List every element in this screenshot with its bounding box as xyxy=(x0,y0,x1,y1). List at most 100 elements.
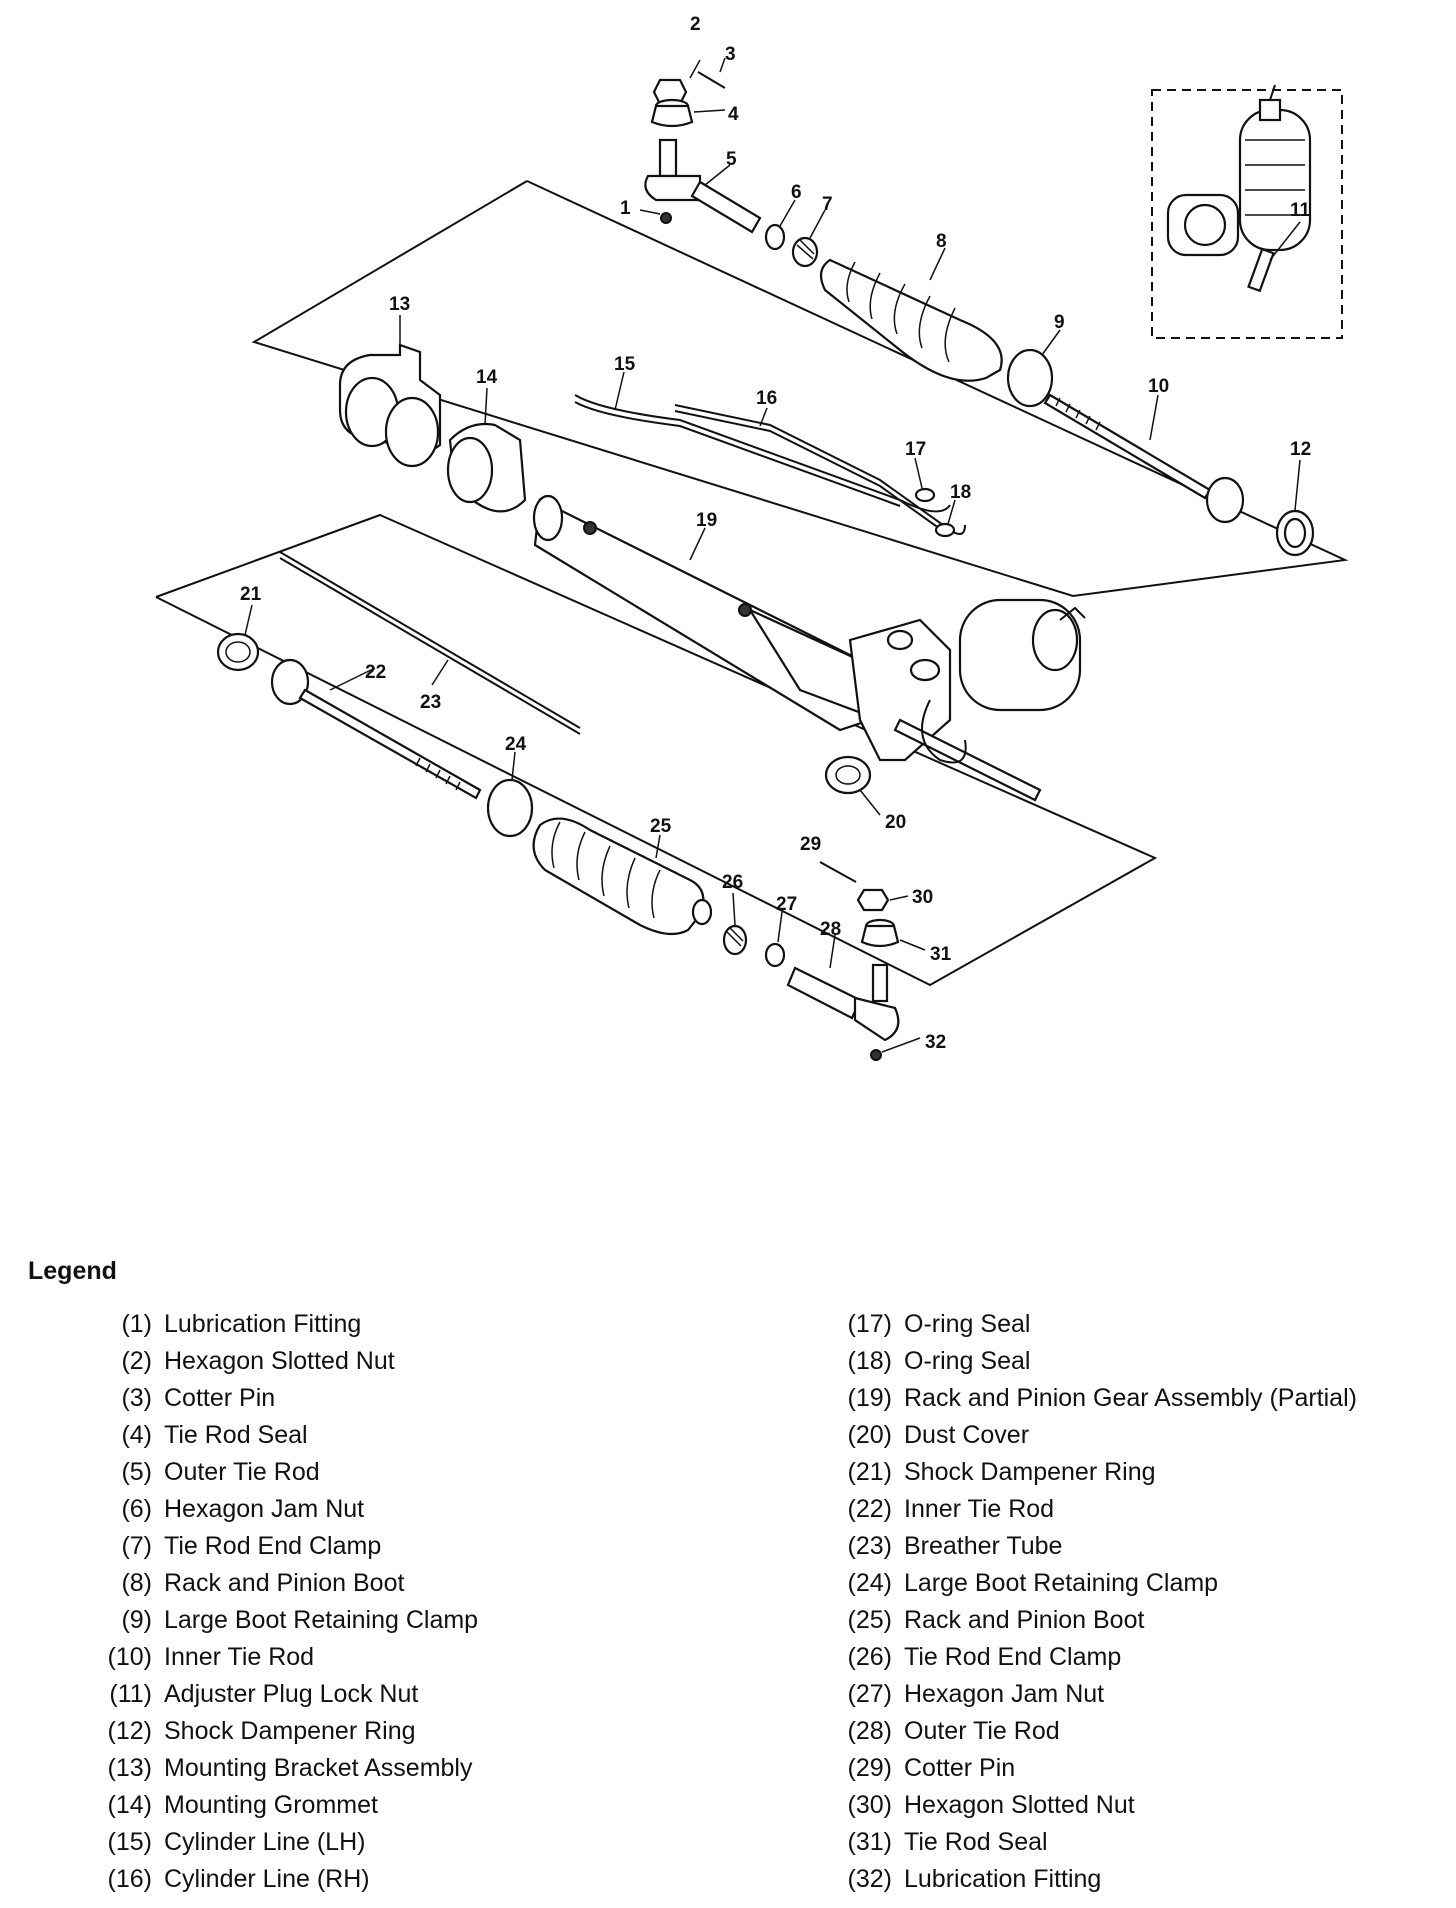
legend-number: (23) xyxy=(847,1532,892,1560)
legend-label: Lubrication Fitting xyxy=(904,1865,1102,1893)
large-boot-clamp-upper-part xyxy=(1006,348,1054,408)
callout-3: 3 xyxy=(725,44,736,65)
legend-label: Shock Dampener Ring xyxy=(164,1717,416,1745)
legend-label: Rack and Pinion Boot xyxy=(904,1606,1145,1634)
legend-number: (8) xyxy=(121,1569,152,1597)
legend-item: (27)Hexagon Jam Nut xyxy=(822,1676,1357,1713)
legend-label: Lubrication Fitting xyxy=(164,1310,362,1338)
mounting-grommet-part xyxy=(446,422,527,513)
legend-number: (10) xyxy=(107,1643,152,1671)
legend-label: Dust Cover xyxy=(904,1421,1030,1449)
o-ring-seal-17-part xyxy=(914,487,936,503)
legend-item: (19)Rack and Pinion Gear Assembly (Parti… xyxy=(822,1380,1357,1417)
mounting-bracket-part xyxy=(338,343,442,468)
inner-tie-rod-upper-part xyxy=(1043,393,1245,524)
inset-dashed-box xyxy=(1151,89,1343,339)
legend-item: (6) Hexagon Jam Nut xyxy=(70,1491,478,1528)
cotter-pin-part xyxy=(697,71,726,89)
legend-column-right: (17)O-ring Seal (18)O-ring Seal (19)Rack… xyxy=(822,1306,1357,1898)
hexagon-jam-nut-lower-part xyxy=(764,942,786,968)
legend-item: (16)Cylinder Line (RH) xyxy=(70,1861,478,1898)
legend-label: Outer Tie Rod xyxy=(904,1717,1060,1745)
callout-16: 16 xyxy=(756,388,777,409)
legend-label: Rack and Pinion Boot xyxy=(164,1569,405,1597)
legend-title: Legend xyxy=(28,1257,117,1285)
hexagon-jam-nut-part xyxy=(764,223,786,251)
hexagon-slotted-nut-lower-part xyxy=(856,888,890,912)
legend-number: (26) xyxy=(847,1643,892,1671)
tie-rod-seal-part xyxy=(650,98,694,128)
shock-dampener-ring-upper-part xyxy=(1275,509,1315,557)
legend-label: Mounting Bracket Assembly xyxy=(164,1754,473,1782)
callout-19: 19 xyxy=(696,510,717,531)
callout-27: 27 xyxy=(776,894,797,915)
cotter-pin-lower-part xyxy=(819,861,857,883)
legend-label: O-ring Seal xyxy=(904,1310,1031,1338)
legend-label: Inner Tie Rod xyxy=(904,1495,1055,1523)
callout-labels: 1 2 3 4 5 6 7 8 9 10 11 12 13 14 15 16 1… xyxy=(240,14,1311,1053)
legend-item: (13) Mounting Bracket Assembly xyxy=(70,1750,478,1787)
legend-item: (14)Mounting Grommet xyxy=(70,1787,478,1824)
legend-item: (3)Cotter Pin xyxy=(70,1380,478,1417)
legend-number: (4) xyxy=(121,1421,152,1449)
legend-label: Cylinder Line (RH) xyxy=(164,1865,370,1893)
callout-1: 1 xyxy=(620,198,631,219)
legend-number: (13) xyxy=(107,1754,152,1782)
breather-tube-part xyxy=(279,551,581,735)
callout-32: 32 xyxy=(925,1032,946,1053)
legend-label: Adjuster Plug Lock Nut xyxy=(164,1680,419,1708)
adjuster-plug-lock-nut-part xyxy=(1247,247,1275,293)
legend-item: (7)Tie Rod End Clamp xyxy=(70,1528,478,1565)
legend-item: (9) Large Boot Retaining Clamp xyxy=(70,1602,478,1639)
callout-9: 9 xyxy=(1054,312,1065,333)
cylinder-line-rh-part xyxy=(674,404,966,537)
legend-number: (31) xyxy=(847,1828,892,1856)
legend-item: (20) Dust Cover xyxy=(822,1417,1357,1454)
callout-22: 22 xyxy=(365,662,386,683)
legend-item: (25)Rack and Pinion Boot xyxy=(822,1602,1357,1639)
lubrication-fitting-top-part xyxy=(660,212,672,224)
inner-tie-rod-lower-part xyxy=(270,658,482,800)
inset-adjuster-housing xyxy=(1166,84,1312,257)
callout-28: 28 xyxy=(820,919,841,940)
callout-2: 2 xyxy=(690,14,701,35)
legend-label: Rack and Pinion Gear Assembly (Partial) xyxy=(904,1384,1357,1412)
rack-pinion-boot-upper-part xyxy=(819,258,1003,382)
callout-29: 29 xyxy=(800,834,821,855)
legend-number: (28) xyxy=(847,1717,892,1745)
legend-label: Large Boot Retaining Clamp xyxy=(164,1606,479,1634)
legend-label: Inner Tie Rod xyxy=(164,1643,315,1671)
legend-label: Tie Rod End Clamp xyxy=(164,1532,382,1560)
callout-13: 13 xyxy=(389,294,410,315)
legend-label: Outer Tie Rod xyxy=(164,1458,320,1486)
legend-column-left: (1)Lubrication Fitting (2)Hexagon Slotte… xyxy=(70,1306,479,1898)
legend-label: O-ring Seal xyxy=(904,1347,1031,1375)
legend-item: (31)Tie Rod Seal xyxy=(822,1824,1357,1861)
legend-item: (8) Rack and Pinion Boot xyxy=(70,1565,478,1602)
legend-number: (20) xyxy=(847,1421,892,1449)
legend-number: (1) xyxy=(121,1310,152,1338)
legend-number: (12) xyxy=(107,1717,152,1745)
tie-rod-end-clamp-lower-part xyxy=(722,924,748,956)
tie-rod-seal-lower-part xyxy=(860,918,900,948)
legend-number: (9) xyxy=(121,1606,152,1634)
tie-rod-end-clamp-part xyxy=(791,236,819,268)
callout-25: 25 xyxy=(650,816,672,837)
callout-10: 10 xyxy=(1148,376,1169,397)
legend-item: (32)Lubrication Fitting xyxy=(822,1861,1357,1898)
legend-label: Hexagon Jam Nut xyxy=(164,1495,365,1523)
rack-pinion-boot-lower-part xyxy=(532,817,713,936)
legend-number: (6) xyxy=(121,1495,152,1523)
lower-frame-outline xyxy=(155,513,1158,987)
callout-14: 14 xyxy=(476,367,498,388)
callout-21: 21 xyxy=(240,584,262,605)
legend-number: (29) xyxy=(847,1754,892,1782)
legend-item: (11)Adjuster Plug Lock Nut xyxy=(70,1676,478,1713)
legend-label: Hexagon Jam Nut xyxy=(904,1680,1105,1708)
exploded-parts-diagram: 1 2 3 4 5 6 7 8 9 10 11 12 13 14 15 16 1… xyxy=(155,14,1349,1061)
legend-number: (22) xyxy=(847,1495,892,1523)
legend-item: (5)Outer Tie Rod xyxy=(70,1454,478,1491)
legend-item: (30)Hexagon Slotted Nut xyxy=(822,1787,1357,1824)
legend-item: (15)Cylinder Line (LH) xyxy=(70,1824,478,1861)
legend-item: (22) Inner Tie Rod xyxy=(822,1491,1357,1528)
